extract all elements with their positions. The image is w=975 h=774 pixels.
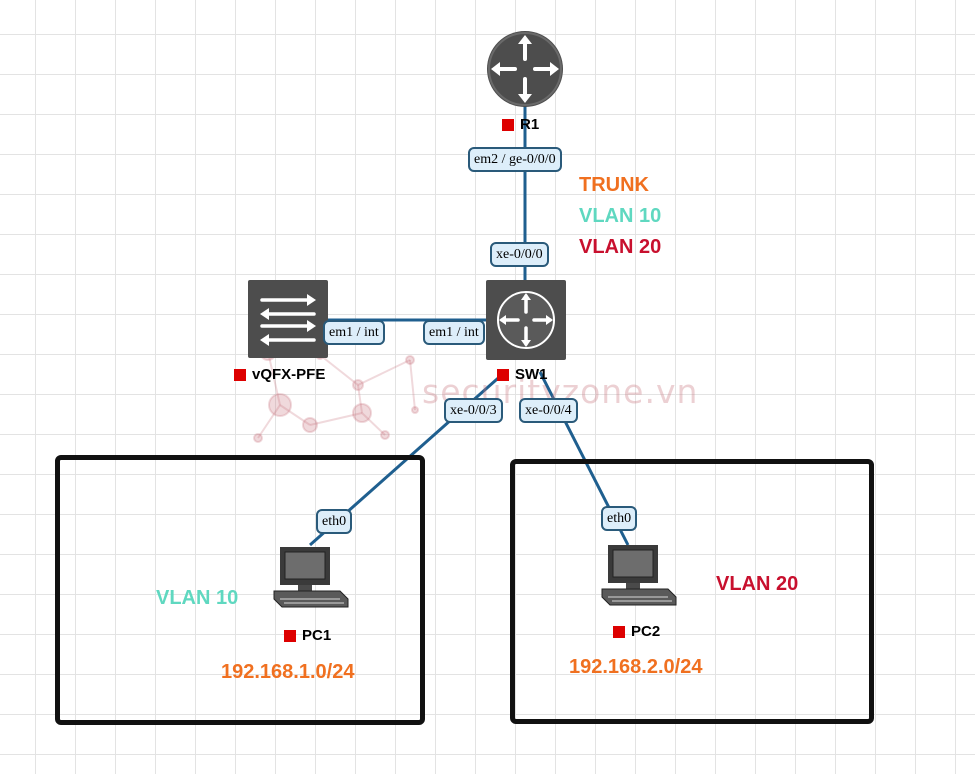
vlan10-zone-box (55, 455, 425, 725)
switch-icon[interactable] (248, 280, 328, 358)
switch-router-icon[interactable] (486, 280, 566, 360)
zone-right-subnet: 192.168.2.0/24 (569, 656, 703, 678)
port-label-vqfx-em1[interactable]: em1 / int (323, 320, 385, 345)
status-square (497, 368, 509, 381)
computer-icon[interactable] (270, 545, 350, 615)
status-square (284, 629, 296, 642)
pc2-name: PC2 (631, 623, 661, 640)
port-label-pc1-eth0[interactable]: eth0 (316, 509, 353, 534)
trunk-vlan20: VLAN 20 (579, 236, 662, 258)
status-square (613, 625, 625, 638)
sw1-label: SW1 (497, 366, 548, 383)
trunk-title: TRUNK (579, 174, 649, 196)
status-square (502, 118, 514, 131)
pc2-label: PC2 (613, 623, 660, 640)
port-label-sw1-xe000[interactable]: xe-0/0/0 (490, 242, 549, 267)
zone-left-subnet: 192.168.1.0/24 (221, 661, 355, 683)
pc1-label: PC1 (284, 627, 331, 644)
status-square (234, 368, 246, 381)
port-label-sw1-xe003[interactable]: xe-0/0/3 (444, 398, 503, 423)
zone-right-vlan: VLAN 20 (716, 573, 799, 595)
computer-icon[interactable] (598, 543, 678, 613)
r1-label: R1 (502, 116, 539, 133)
port-label-sw1-xe004[interactable]: xe-0/0/4 (519, 398, 578, 423)
r1-name: R1 (520, 116, 540, 133)
vqfx-name: vQFX-PFE (252, 366, 326, 383)
port-label-sw1-em1[interactable]: em1 / int (423, 320, 485, 345)
pc1-name: PC1 (302, 627, 332, 644)
trunk-vlan10: VLAN 10 (579, 205, 662, 227)
port-label-pc2-eth0[interactable]: eth0 (601, 506, 638, 531)
sw1-name: SW1 (515, 366, 548, 383)
vqfx-label: vQFX-PFE (234, 366, 325, 383)
router-icon[interactable] (485, 29, 565, 109)
port-label-r1-em2[interactable]: em2 / ge-0/0/0 (468, 147, 562, 172)
vlan20-zone-box (510, 459, 874, 724)
zone-left-vlan: VLAN 10 (156, 587, 239, 609)
